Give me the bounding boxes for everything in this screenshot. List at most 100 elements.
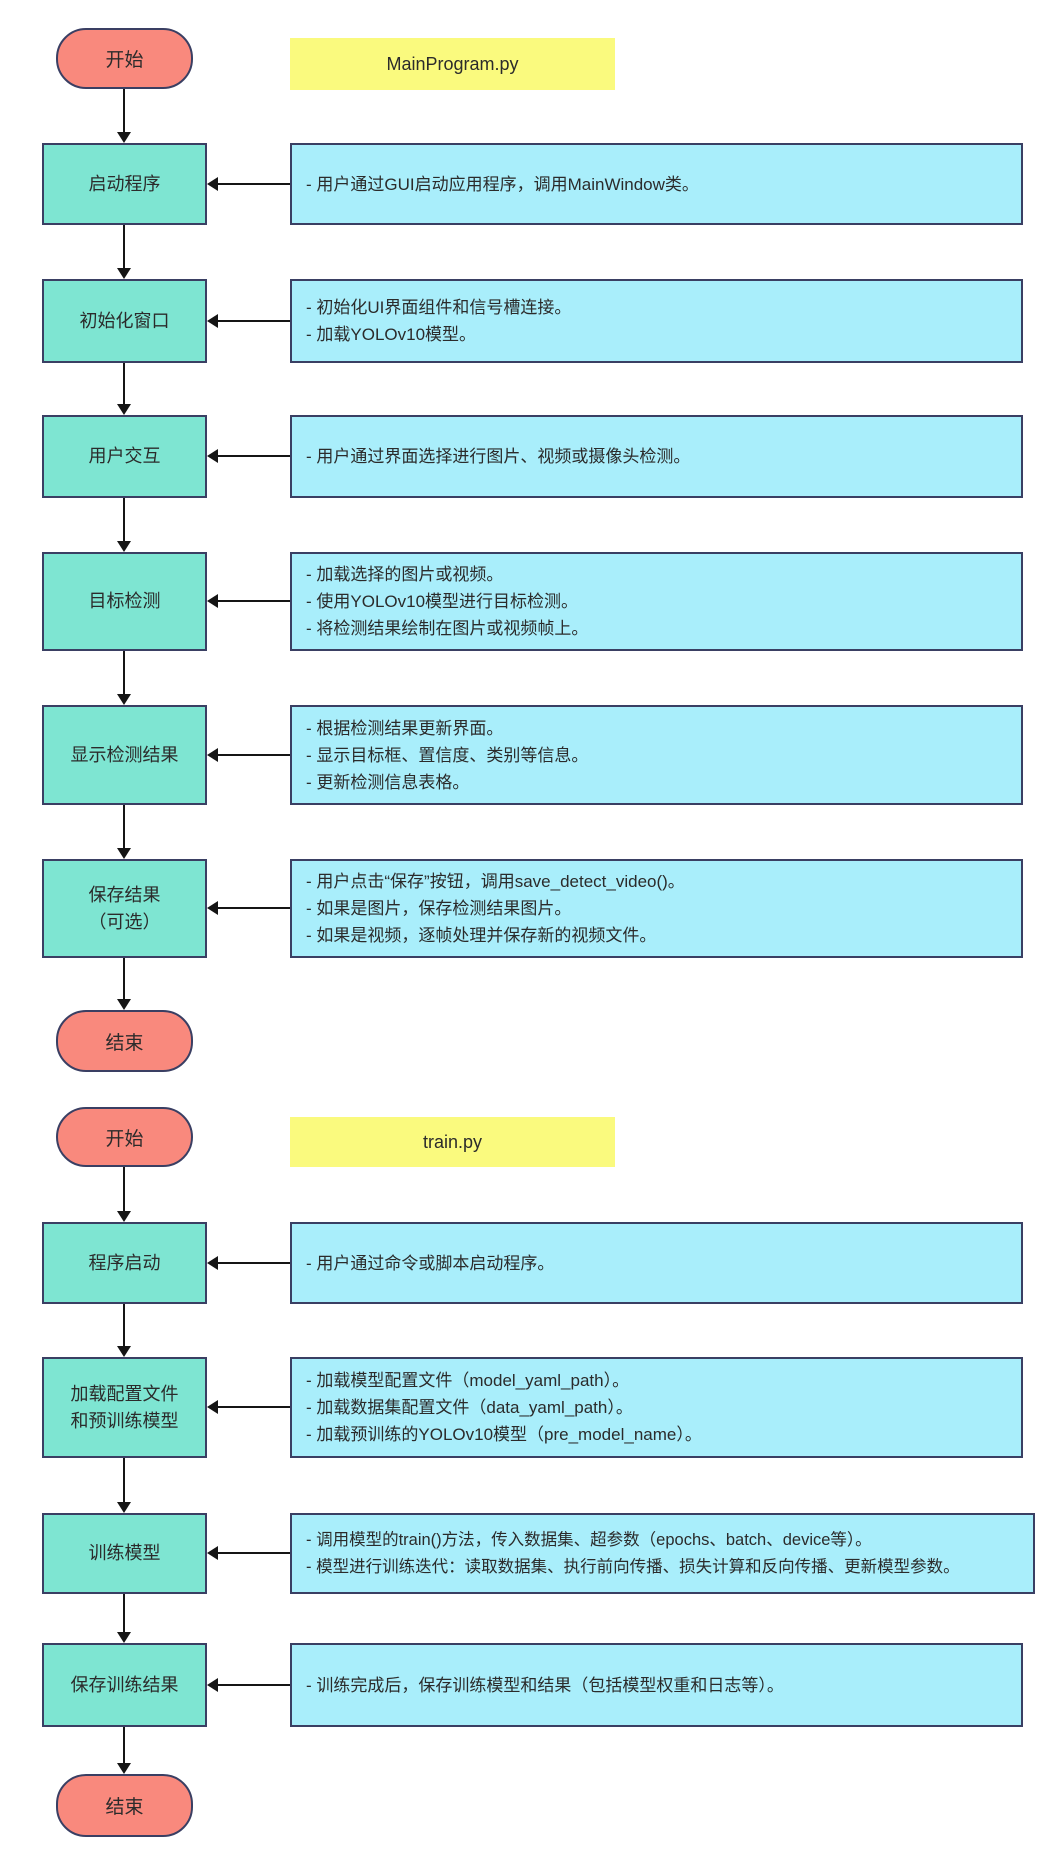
- arrow-head-left-icon: [207, 449, 218, 463]
- file-name: MainProgram.py: [386, 53, 519, 74]
- flow1-connector-note1: [207, 173, 290, 195]
- flow1-start-node: 开始: [56, 28, 193, 89]
- flow2-arrow-start-to-step1: [113, 1167, 135, 1222]
- flow2-note-save-train-results: - 训练完成后，保存训练模型和结果（包括模型权重和日志等）。: [290, 1643, 1023, 1727]
- flow1-step-init-window: 初始化窗口: [42, 279, 207, 363]
- flow1-arrow-step2-to-step3: [113, 363, 135, 415]
- arrow-head-left-icon: [207, 901, 218, 915]
- note-line: - 将检测结果绘制在图片或视频帧上。: [306, 619, 589, 638]
- arrow-line: [123, 1304, 125, 1348]
- note-line: - 用户点击“保存”按钮，调用save_detect_video()。: [306, 872, 685, 891]
- arrow-head-left-icon: [207, 1256, 218, 1270]
- arrow-line: [123, 89, 125, 134]
- arrow-line: [123, 651, 125, 696]
- step-label: 初始化窗口: [79, 310, 170, 331]
- step-label: 加载配置文件: [70, 1383, 179, 1404]
- flow2-step-train-model: 训练模型: [42, 1513, 207, 1594]
- flow2-step-program-start: 程序启动: [42, 1222, 207, 1304]
- arrow-line: [123, 1727, 125, 1765]
- flow1-arrow-step4-to-step5: [113, 651, 135, 705]
- step-label: 保存结果: [88, 884, 161, 905]
- arrow-line: [123, 1167, 125, 1213]
- flow2-arrow-step2-to-step3: [113, 1458, 135, 1513]
- flow1-arrow-step6-to-end: [113, 958, 135, 1010]
- arrow-head-down-icon: [117, 132, 131, 143]
- note-line: - 如果是图片，保存检测结果图片。: [306, 899, 572, 918]
- flow1-connector-note5: [207, 744, 290, 766]
- flow1-end-node: 结束: [56, 1010, 193, 1072]
- arrow-head-left-icon: [207, 177, 218, 191]
- arrow-head-down-icon: [117, 694, 131, 705]
- flow2-file-label: train.py: [290, 1117, 615, 1167]
- arrow-line: [216, 1262, 290, 1264]
- arrow-head-left-icon: [207, 1400, 218, 1414]
- note-line: - 用户通过命令或脚本启动程序。: [306, 1253, 555, 1273]
- note-line: - 加载模型配置文件（model_yaml_path）。: [306, 1371, 630, 1390]
- flow1-note-user-interaction: - 用户通过界面选择进行图片、视频或摄像头检测。: [290, 415, 1023, 498]
- flow1-file-label: MainProgram.py: [290, 38, 615, 90]
- note-line: - 初始化UI界面组件和信号槽连接。: [306, 298, 572, 317]
- flow2-connector-note2: [207, 1396, 290, 1418]
- note-line: - 用户通过界面选择进行图片、视频或摄像头检测。: [306, 447, 691, 466]
- arrow-head-left-icon: [207, 594, 218, 608]
- arrow-line: [216, 907, 290, 909]
- note-line: - 使用YOLOv10模型进行目标检测。: [306, 592, 579, 611]
- arrow-line: [216, 754, 290, 756]
- arrow-head-down-icon: [117, 1763, 131, 1774]
- arrow-line: [216, 1406, 290, 1408]
- arrow-line: [123, 1458, 125, 1504]
- step-label: 保存训练结果: [70, 1674, 179, 1695]
- arrow-head-left-icon: [207, 1546, 218, 1560]
- flow2-arrow-step4-to-end: [113, 1727, 135, 1774]
- flow2-step-save-train-results: 保存训练结果: [42, 1643, 207, 1727]
- step-label-line2: （可选）: [88, 911, 161, 932]
- note-line: - 根据检测结果更新界面。: [306, 718, 504, 738]
- flow2-arrow-step1-to-step2: [113, 1304, 135, 1357]
- arrow-head-left-icon: [207, 314, 218, 328]
- start-label: 开始: [105, 1128, 144, 1150]
- arrow-line: [123, 1594, 125, 1634]
- arrow-head-down-icon: [117, 848, 131, 859]
- arrow-head-down-icon: [117, 268, 131, 279]
- note-line: - 如果是视频，逐帧处理并保存新的视频文件。: [306, 926, 657, 945]
- arrow-line: [216, 183, 290, 185]
- note-line: - 显示目标框、置信度、类别等信息。: [306, 745, 589, 765]
- step-label-line2: 和预训练模型: [70, 1410, 179, 1431]
- flow1-note-object-detection: - 加载选择的图片或视频。 - 使用YOLOv10模型进行目标检测。 - 将检测…: [290, 552, 1023, 651]
- arrow-head-down-icon: [117, 1211, 131, 1222]
- arrow-line: [216, 455, 290, 457]
- flow1-connector-note3: [207, 445, 290, 467]
- arrow-head-down-icon: [117, 999, 131, 1010]
- flow1-note-start-program: - 用户通过GUI启动应用程序，调用MainWindow类。: [290, 143, 1023, 225]
- step-label: 显示检测结果: [70, 744, 179, 765]
- flow1-note-save-results: - 用户点击“保存”按钮，调用save_detect_video()。 - 如果…: [290, 859, 1023, 958]
- flow1-note-init-window: - 初始化UI界面组件和信号槽连接。 - 加载YOLOv10模型。: [290, 279, 1023, 363]
- flow2-end-node: 结束: [56, 1774, 193, 1837]
- flow1-arrow-start-to-step1: [113, 89, 135, 143]
- file-name: train.py: [422, 1131, 483, 1152]
- flow1-step-start-program: 启动程序: [42, 143, 207, 225]
- arrow-head-down-icon: [117, 1502, 131, 1513]
- flow2-connector-note3: [207, 1542, 290, 1564]
- flow1-connector-note6: [207, 897, 290, 919]
- note-line: - 加载预训练的YOLOv10模型（pre_model_name）。: [306, 1425, 702, 1444]
- flow1-arrow-step5-to-step6: [113, 805, 135, 859]
- arrow-head-down-icon: [117, 1632, 131, 1643]
- arrow-head-left-icon: [207, 748, 218, 762]
- arrow-line: [216, 320, 290, 322]
- flow1-step-save-results: 保存结果 （可选）: [42, 859, 207, 958]
- note-line: - 训练完成后，保存训练模型和结果（包括模型权重和日志等）。: [306, 1675, 784, 1695]
- step-label: 用户交互: [88, 446, 161, 466]
- flow1-step-user-interaction: 用户交互: [42, 415, 207, 498]
- arrow-line: [123, 225, 125, 270]
- flow2-note-train-model: - 调用模型的train()方法，传入数据集、超参数（epochs、batch、…: [290, 1513, 1035, 1594]
- note-line: - 用户通过GUI启动应用程序，调用MainWindow类。: [306, 174, 699, 194]
- arrow-line: [123, 958, 125, 1001]
- flow1-arrow-step1-to-step2: [113, 225, 135, 279]
- step-label: 训练模型: [88, 1543, 161, 1563]
- flow2-connector-note1: [207, 1252, 290, 1274]
- flow1-arrow-step3-to-step4: [113, 498, 135, 552]
- note-line: - 加载选择的图片或视频。: [306, 565, 504, 584]
- flow2-note-load-config: - 加载模型配置文件（model_yaml_path）。 - 加载数据集配置文件…: [290, 1357, 1023, 1458]
